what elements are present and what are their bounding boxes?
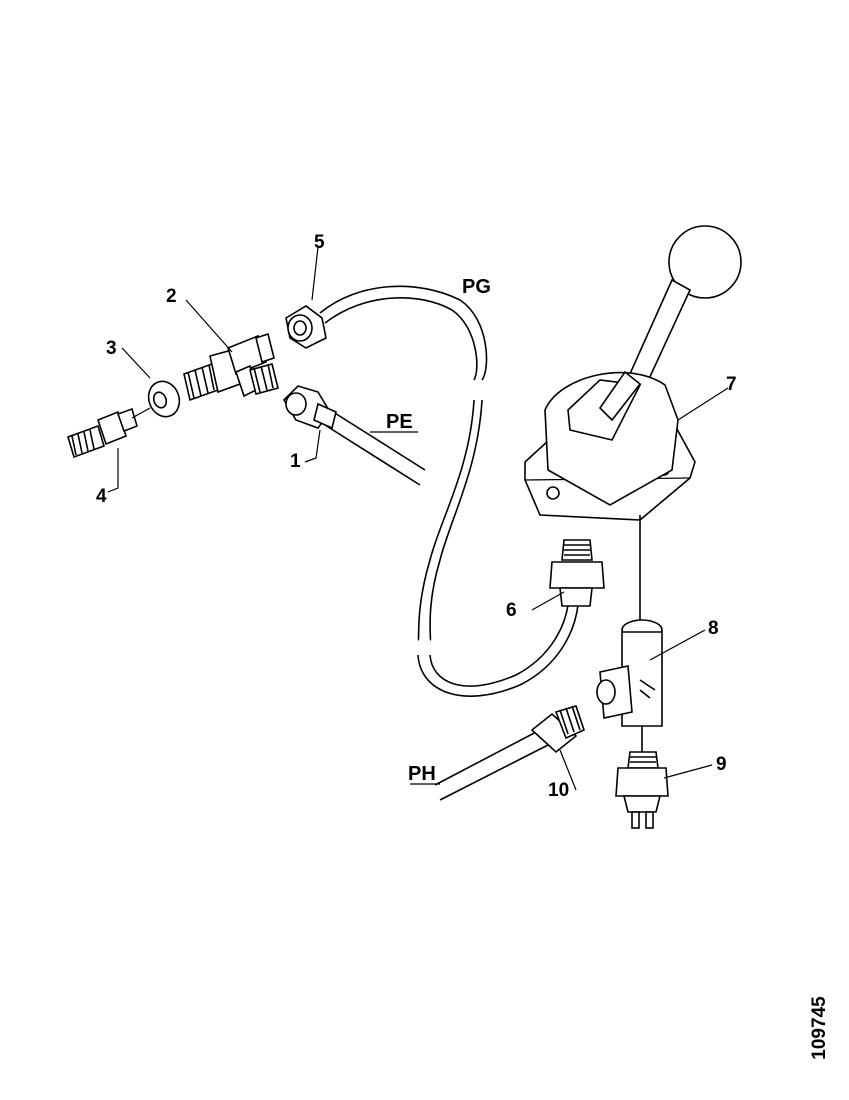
pipe-pe bbox=[324, 409, 426, 486]
callout-6: 6 bbox=[506, 600, 517, 621]
callout-2: 2 bbox=[166, 286, 177, 307]
switch-part bbox=[615, 726, 669, 829]
union-fitting-part bbox=[183, 332, 279, 402]
pipe-connector-part bbox=[530, 705, 585, 754]
banjo-bolt-part bbox=[67, 407, 151, 459]
pipe-label-ph: PH bbox=[408, 763, 436, 785]
pipe-label-pg: PG bbox=[462, 276, 491, 298]
pipe-label-pe: PE bbox=[386, 411, 413, 433]
callout-1: 1 bbox=[290, 451, 301, 472]
hand-control-valve-part bbox=[524, 225, 742, 620]
callout-8: 8 bbox=[708, 618, 719, 639]
callout-9: 9 bbox=[716, 754, 727, 775]
reference-number: 109745 bbox=[800, 988, 840, 1068]
tee-fitting-part bbox=[596, 619, 663, 727]
washer-part bbox=[147, 380, 181, 418]
callout-3: 3 bbox=[106, 338, 117, 359]
callout-7: 7 bbox=[726, 374, 737, 395]
pipe-ph bbox=[434, 729, 549, 801]
reference-number-text: 109745 bbox=[809, 996, 830, 1060]
callout-4: 4 bbox=[96, 486, 107, 507]
leader-lines bbox=[107, 246, 729, 791]
pipe-pg bbox=[319, 285, 579, 697]
union-nut-part bbox=[285, 305, 327, 349]
callout-5: 5 bbox=[314, 232, 325, 253]
connector-part bbox=[549, 539, 605, 607]
callout-10: 10 bbox=[548, 780, 569, 801]
pipe-nut-part bbox=[282, 385, 337, 430]
